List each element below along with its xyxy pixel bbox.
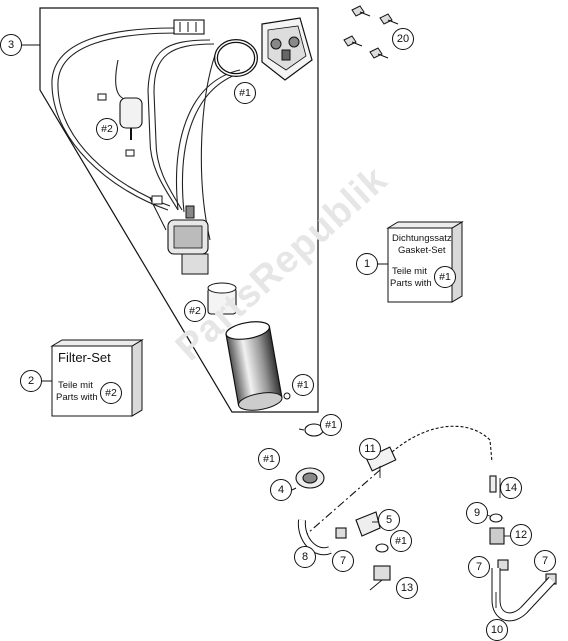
callout-9[interactable]: 9 — [466, 502, 488, 524]
pump-sleeve — [207, 282, 237, 315]
assembly-outline — [39, 7, 319, 413]
filter-kit-line1: Teile mit — [58, 380, 93, 391]
callout-14[interactable]: 14 — [500, 477, 522, 499]
pump-body — [149, 195, 209, 275]
callout-2[interactable]: 2 — [20, 370, 42, 392]
gasket-kit-line3: Teile mit — [392, 266, 427, 277]
callout-ref1-flange[interactable]: #1 — [234, 82, 256, 104]
gasket-kit-line4: Parts with — [390, 278, 432, 289]
filter-kit-line2: Parts with — [56, 392, 98, 403]
callout-ref1-cylinder[interactable]: #1 — [292, 374, 314, 396]
callout-ref1-washer[interactable]: #1 — [390, 530, 412, 552]
pump-flange — [261, 17, 313, 81]
lower-assembly — [291, 423, 557, 622]
callout-5[interactable]: 5 — [378, 509, 400, 531]
callout-13[interactable]: 13 — [396, 577, 418, 599]
callout-ref1-ring[interactable]: #1 — [258, 448, 280, 470]
filter-kit-title: Filter-Set — [58, 350, 111, 365]
callout-8[interactable]: 8 — [294, 546, 316, 568]
connector-plug — [173, 19, 205, 35]
inline-filter — [97, 93, 143, 157]
callout-3[interactable]: 3 — [0, 34, 22, 56]
bolts — [343, 5, 399, 59]
callout-7-right[interactable]: 7 — [534, 550, 556, 572]
callout-4[interactable]: 4 — [270, 479, 292, 501]
fuel-filter-cylinder — [225, 321, 283, 411]
callout-ref2-sleeve[interactable]: #2 — [184, 300, 206, 322]
gasket-kit-ref-callout[interactable]: #1 — [434, 266, 456, 288]
gasket-kit-line2: Gasket-Set — [398, 245, 446, 256]
callout-11[interactable]: 11 — [359, 438, 381, 460]
callout-12[interactable]: 12 — [510, 524, 532, 546]
callout-1[interactable]: 1 — [356, 253, 378, 275]
gasket-kit-line1: Dichtungssatz — [392, 233, 452, 244]
hose-lines — [51, 27, 245, 241]
callout-7-left[interactable]: 7 — [332, 550, 354, 572]
callout-ref2-filter[interactable]: #2 — [96, 118, 118, 140]
callout-ref1-oring[interactable]: #1 — [320, 414, 342, 436]
callout-20[interactable]: 20 — [392, 28, 414, 50]
filter-kit-ref-callout[interactable]: #2 — [100, 382, 122, 404]
callout-7-mid[interactable]: 7 — [468, 556, 490, 578]
callout-10[interactable]: 10 — [486, 619, 508, 641]
